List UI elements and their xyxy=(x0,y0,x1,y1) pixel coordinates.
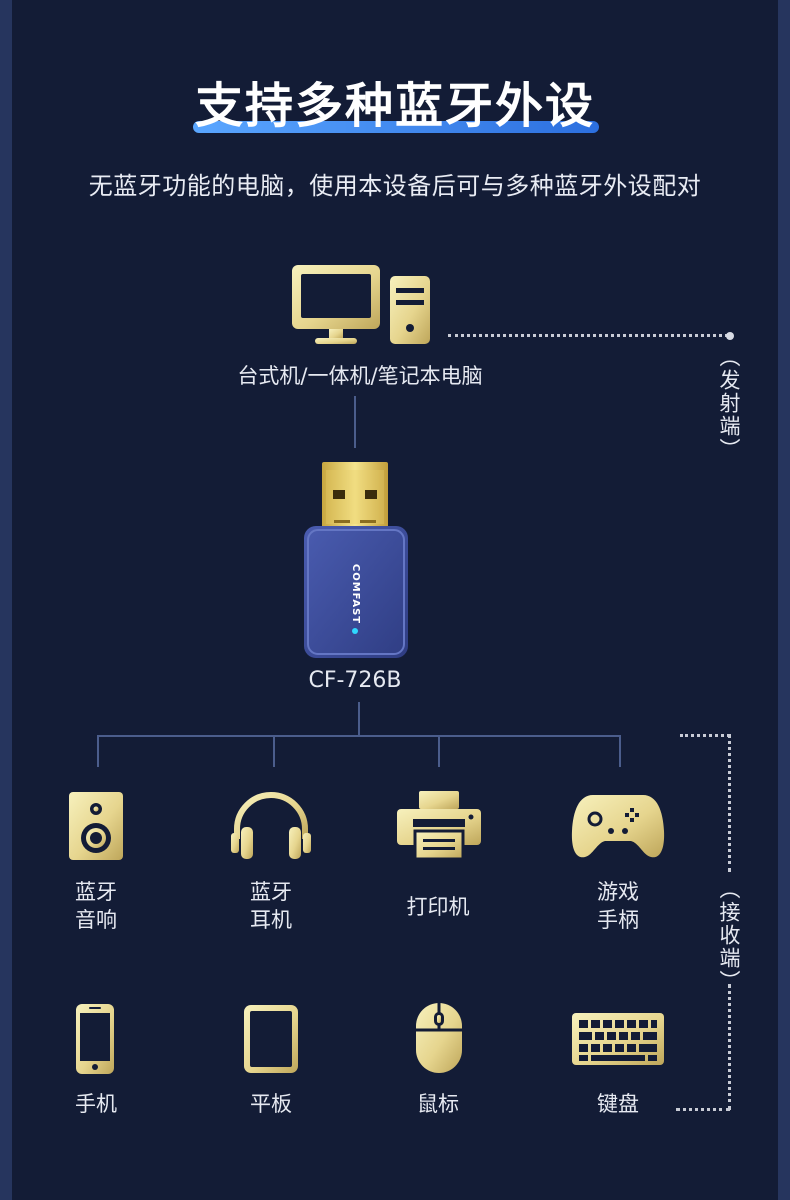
phone-icon xyxy=(76,1004,114,1074)
source-connector-line xyxy=(354,396,356,448)
receiver-label-headphones: 蓝牙 耳机 xyxy=(250,880,292,932)
source-device-label: 台式机/一体机/笔记本电脑 xyxy=(237,364,483,388)
keyboard-icon xyxy=(572,1013,664,1065)
frame-edge-right xyxy=(778,0,790,1200)
mouse-icon xyxy=(416,1003,462,1073)
speaker-icon xyxy=(69,792,123,860)
branch-printer xyxy=(438,735,440,767)
receiver-dotted-upper xyxy=(728,734,731,872)
branch-headphones xyxy=(273,735,275,767)
receiver-dotted-top xyxy=(680,734,730,737)
printer-icon xyxy=(397,791,481,861)
transmitter-dotted-line xyxy=(448,334,728,337)
adapter-model-label: CF-726B xyxy=(308,668,402,693)
page-subtitle: 无蓝牙功能的电脑，使用本设备后可与多种蓝牙外设配对 xyxy=(88,172,702,200)
branch-speaker xyxy=(97,735,99,767)
transmitter-dot xyxy=(726,332,734,340)
tree-trunk-line xyxy=(358,702,360,736)
title-underline xyxy=(193,121,599,133)
usb-adapter-image xyxy=(304,462,408,658)
receiver-label-speaker: 蓝牙 音响 xyxy=(75,880,117,932)
gamepad-icon xyxy=(571,795,665,858)
page-title: 支持多种蓝牙外设 xyxy=(194,78,595,134)
receiver-label-printer: 打印机 xyxy=(406,895,470,919)
tablet-icon xyxy=(244,1005,298,1073)
transmitter-side-label: （发射端） xyxy=(717,346,741,461)
receiver-label-tablet: 平板 xyxy=(250,1092,292,1116)
adapter-brand-logo: COMFAST xyxy=(350,563,361,625)
receiver-side-label: （接收端） xyxy=(717,878,741,993)
receiver-label-keyboard: 键盘 xyxy=(597,1092,639,1116)
tree-branch-line xyxy=(97,735,621,737)
desktop-computer-icon xyxy=(292,265,430,344)
frame-edge-left xyxy=(0,0,12,1200)
receiver-dotted-bottom xyxy=(676,1108,730,1111)
receiver-dotted-lower xyxy=(728,984,731,1110)
branch-gamepad xyxy=(619,735,621,767)
receiver-label-gamepad: 游戏 手柄 xyxy=(597,880,639,932)
headphones-icon xyxy=(231,792,311,859)
receiver-label-phone: 手机 xyxy=(75,1092,117,1116)
receiver-label-mouse: 鼠标 xyxy=(417,1092,459,1116)
